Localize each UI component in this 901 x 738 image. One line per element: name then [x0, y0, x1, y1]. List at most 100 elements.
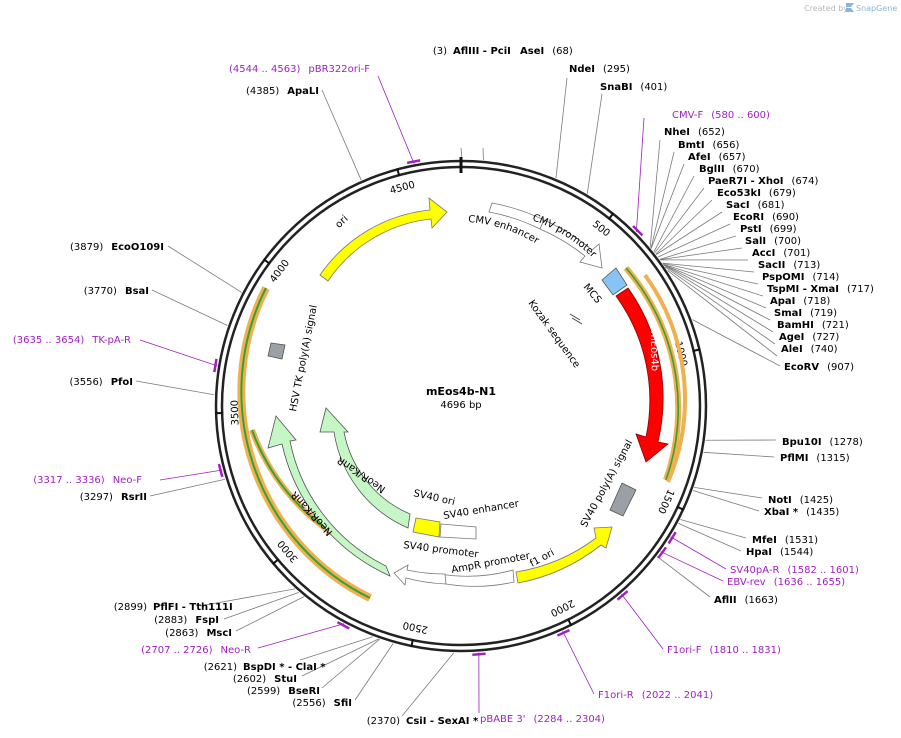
enzyme-position: (718) — [803, 296, 830, 307]
enzyme-site[interactable]: TspMI - XmaI(717) — [767, 284, 874, 295]
enzyme-site[interactable]: SmaI(719) — [774, 308, 837, 319]
primer-site[interactable]: (3317 .. 3336)Neo-F — [33, 475, 142, 486]
enzyme-site[interactable]: (2370)CsiI - SexAI * — [367, 716, 479, 727]
enzyme-site[interactable]: NdeI(295) — [569, 64, 630, 75]
enzyme-site[interactable]: PstI(699) — [740, 224, 797, 235]
primer-name: CMV-F — [672, 110, 703, 121]
enzyme-site[interactable]: (4385)ApaLI — [246, 86, 319, 97]
feature-sv40-polya[interactable] — [609, 482, 637, 517]
enzyme-site[interactable]: (2599)BseRI — [247, 686, 320, 697]
enzyme-name-2: PciI — [490, 46, 510, 57]
enzyme-site[interactable]: (2621)BspDI * - ClaI * — [204, 662, 327, 673]
feature-cmv-promoter[interactable] — [539, 219, 603, 269]
enzyme-site[interactable]: SalI(700) — [745, 236, 801, 247]
enzyme-site[interactable]: AleI(740) — [781, 344, 838, 355]
enzyme-name: HpaI — [746, 547, 772, 558]
enzyme-site[interactable]: (2883)FspI — [154, 615, 219, 626]
svg-text:(2556)SfiI: (2556)SfiI — [292, 698, 352, 709]
enzyme-position: (295) — [603, 64, 630, 75]
leader-lines — [135, 75, 781, 717]
enzyme-site[interactable]: PaeR7I - XhoI(674) — [708, 176, 819, 187]
feature-meos4b[interactable] — [615, 287, 669, 463]
enzyme-leader — [321, 89, 362, 181]
feature-label: mEos4b — [648, 331, 660, 371]
feature-ampr-promoter[interactable] — [439, 569, 515, 587]
enzyme-site[interactable]: SacII(713) — [758, 260, 820, 271]
enzyme-site[interactable]: (2556)SfiI — [292, 698, 352, 709]
primer-binding-mark — [616, 590, 629, 601]
enzyme-name: RsrII — [121, 492, 147, 503]
primer-site[interactable]: CMV-F (580 .. 600) — [672, 110, 770, 121]
enzyme-position: (2602) — [233, 674, 266, 685]
enzyme-leader — [321, 638, 380, 689]
feature-sv40-ori[interactable] — [412, 517, 441, 538]
enzyme-site[interactable]: PflMI(1315) — [780, 453, 850, 464]
svg-text:SacI(681): SacI(681) — [726, 200, 785, 211]
primer-leader — [257, 623, 345, 649]
enzyme-site[interactable]: (2863)MscI — [165, 628, 232, 639]
enzyme-site[interactable]: (3)AflIII - PciI — [433, 46, 511, 57]
primer-binding-mark — [657, 546, 668, 559]
primer-site[interactable]: SV40pA-R(1582 .. 1601) — [730, 565, 859, 576]
enzyme-position: (3879) — [70, 242, 103, 253]
enzyme-site[interactable]: (3297)RsrII — [80, 492, 147, 503]
primer-name: pBR322ori-F — [308, 64, 370, 75]
enzyme-site[interactable]: (2899)PflFI - Tth111I — [114, 602, 233, 613]
enzyme-leader — [663, 263, 764, 297]
primer-site[interactable]: F1ori-R(2022 .. 2041) — [598, 690, 713, 701]
enzyme-site[interactable]: BglII(670) — [699, 164, 760, 175]
enzyme-site[interactable]: SacI(681) — [726, 200, 785, 211]
enzyme-site[interactable]: Bpu10I(1278) — [782, 437, 863, 448]
enzyme-site[interactable]: HpaI (1544) — [746, 547, 813, 558]
primer-site[interactable]: (3635 .. 3654)TK-pA-R — [13, 335, 131, 346]
svg-text:AflII(1663): AflII(1663) — [714, 595, 778, 606]
enzyme-site[interactable]: Eco53kI(679) — [717, 188, 796, 199]
primer-site[interactable]: (4544 .. 4563)pBR322ori-F — [229, 64, 370, 75]
feature-sv40-enhancer[interactable] — [439, 523, 477, 540]
enzyme-site[interactable]: (3770)BsaI — [84, 286, 149, 297]
feature-sv40-promoter[interactable] — [393, 564, 447, 586]
primer-name: EBV-rev — [727, 577, 766, 588]
feature-hsv-tk-polya[interactable] — [267, 342, 286, 360]
enzyme-site[interactable]: MfeI(1531) — [752, 535, 818, 546]
svg-text:PstI(699): PstI(699) — [740, 224, 797, 235]
primer-site[interactable]: F1ori-F(1810 .. 1831) — [667, 645, 781, 656]
site-labels: (3)AflIII - PciI AseI(68) NdeI(295) SnaBI(4… — [13, 46, 874, 727]
enzyme-site[interactable]: NheI(652) — [664, 127, 725, 138]
feature-f1-ori[interactable] — [515, 526, 613, 584]
enzyme-site[interactable]: PspOMI(714) — [762, 272, 839, 283]
primer-site[interactable]: EBV-rev(1636 .. 1655) — [727, 577, 845, 588]
tick-mark — [410, 638, 414, 648]
feature-mcs[interactable] — [601, 267, 628, 296]
enzyme-site[interactable]: EcoRI(690) — [733, 212, 799, 223]
primer-site[interactable]: pBABE 3'(2284 .. 2304) — [480, 714, 605, 725]
feature-neor-kanr-outer[interactable] — [267, 415, 391, 577]
enzyme-site[interactable]: (3556)PfoI — [69, 377, 133, 388]
enzyme-name-2: Tth111I — [189, 602, 232, 613]
primer-position: (580 .. 600) — [711, 110, 770, 121]
enzyme-site[interactable]: ApaI(718) — [770, 296, 830, 307]
enzyme-site[interactable]: AgeI(727) — [779, 332, 839, 343]
enzyme-site[interactable]: BamHI(721) — [777, 320, 849, 331]
enzyme-leader — [664, 266, 776, 345]
enzyme-site[interactable]: SnaBI(401) — [600, 82, 667, 93]
enzyme-position: (1544) — [780, 547, 813, 558]
enzyme-site[interactable]: AfeI(657) — [688, 152, 746, 163]
enzyme-site[interactable]: AseI(68) — [520, 46, 573, 57]
enzyme-site[interactable]: EcoRV(907) — [784, 362, 854, 373]
enzyme-site[interactable]: (3879)EcoO109I — [70, 242, 164, 253]
primer-binding-mark — [406, 159, 421, 165]
enzyme-site[interactable]: AccI(701) — [752, 248, 810, 259]
feature-ori[interactable] — [319, 197, 448, 282]
enzyme-leader — [149, 478, 226, 497]
enzyme-site[interactable]: NotI(1425) — [768, 495, 833, 506]
primer-binding-mark — [556, 628, 571, 637]
primer-binding-mark — [217, 463, 224, 478]
enzyme-site[interactable]: BmtI(656) — [678, 140, 740, 151]
primer-site[interactable]: (2707 .. 2726)Neo-R — [141, 645, 251, 656]
enzyme-site[interactable]: (2602)StuI — [233, 674, 297, 685]
primer-leader — [139, 339, 218, 367]
feature-neor-kanr-inner[interactable] — [319, 407, 411, 529]
enzyme-site[interactable]: AflII(1663) — [714, 595, 778, 606]
enzyme-site[interactable]: XbaI *(1435) — [764, 507, 839, 518]
